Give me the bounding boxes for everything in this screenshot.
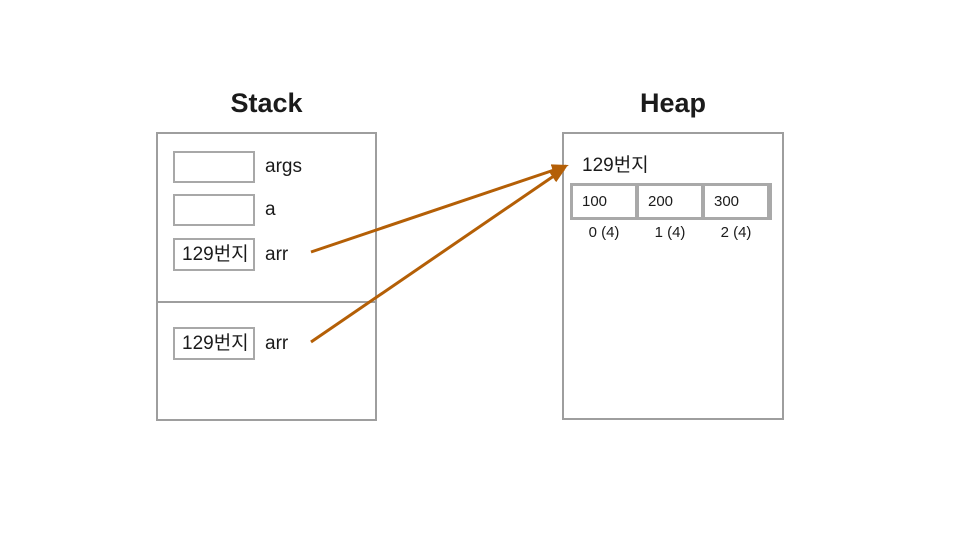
heap-array-table: 100 200 300 [570, 183, 772, 220]
stack-slot-a-label: a [265, 199, 276, 220]
heap-array-index-row: 0 (4) 1 (4) 2 (4) [570, 224, 772, 242]
stack-box: args a 129번지 arr 129번지 arr [156, 132, 377, 421]
heap-array-index-2: 2 (4) [720, 224, 752, 241]
stack-slot-args-label: args [265, 156, 302, 177]
heap-array-index-1: 1 (4) [654, 224, 686, 241]
stack-frame2-slot-arr: 129번지 [173, 327, 255, 360]
stack-title: Stack [230, 88, 303, 118]
stack-frame2-slot-arr-value: 129번지 [182, 333, 249, 354]
stack-slot-args [173, 151, 255, 183]
heap-title: Heap [639, 88, 707, 118]
stack-frame2-slot-arr-label: arr [265, 333, 289, 354]
stack-slot-arr-value: 129번지 [182, 244, 249, 265]
stack-slot-a [173, 194, 255, 226]
stack-frame-divider [158, 301, 375, 303]
heap-array-cell-0: 100 [573, 186, 635, 217]
heap-array-cell-2: 300 [705, 186, 767, 217]
heap-box: 129번지 100 200 300 0 (4) 1 (4) 2 (4) [562, 132, 784, 420]
stack-slot-arr-label: arr [265, 244, 289, 265]
stack-slot-arr: 129번지 [173, 238, 255, 271]
heap-address-label: 129번지 [582, 155, 649, 176]
heap-array-index-0: 0 (4) [588, 224, 620, 241]
heap-array-cell-1: 200 [639, 186, 701, 217]
